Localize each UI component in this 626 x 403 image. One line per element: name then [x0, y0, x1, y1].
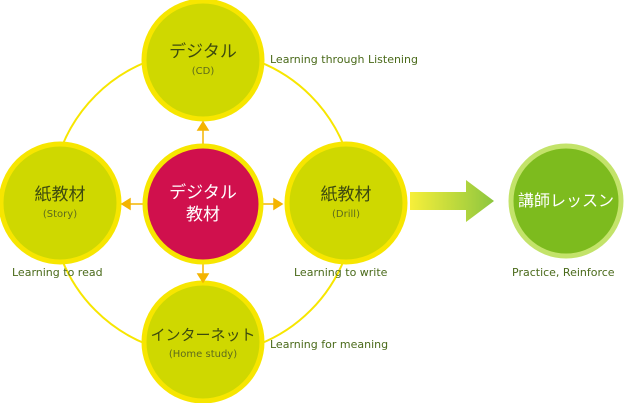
node-left-subtitle: (Story)	[42, 209, 78, 220]
node-bottom: インターネット (Home study)	[143, 318, 263, 368]
node-bottom-title: インターネット	[150, 326, 256, 344]
node-top-title: デジタル	[169, 42, 237, 62]
node-center: デジタル 教材	[153, 179, 253, 229]
node-left: 紙教材 (Story)	[10, 178, 110, 228]
caption-right: Learning to write	[294, 266, 388, 279]
arrow-right-head	[273, 197, 284, 211]
node-top: デジタル (CD)	[153, 35, 253, 85]
node-lesson-circle	[508, 143, 624, 259]
node-right-circle	[284, 141, 408, 265]
node-lesson: 講師レッスン	[511, 186, 621, 216]
big-arrow	[410, 180, 494, 222]
node-lesson-title: 講師レッスン	[517, 191, 614, 210]
arrow-up-head	[196, 120, 210, 131]
node-left-circle	[0, 141, 122, 265]
node-right-title: 紙教材	[320, 185, 372, 205]
node-bottom-subtitle: (Home study)	[168, 349, 238, 360]
caption-bottom: Learning for meaning	[270, 338, 389, 351]
node-right-subtitle: (Drill)	[332, 209, 360, 220]
node-left-title: 紙教材	[34, 185, 86, 205]
node-center-title-line2: 教材	[186, 205, 220, 225]
arrow-left-head	[120, 197, 131, 211]
node-center-circle	[142, 143, 264, 265]
caption-lesson: Practice, Reinforce	[512, 266, 615, 279]
caption-top: Learning through Listening	[270, 53, 418, 66]
caption-left: Learning to read	[12, 266, 103, 279]
arrow-down-head	[196, 273, 210, 284]
node-top-circle	[141, 0, 265, 122]
node-center-title-line1: デジタル	[169, 183, 237, 203]
node-right: 紙教材 (Drill)	[296, 178, 396, 228]
node-top-subtitle: (CD)	[191, 66, 215, 77]
